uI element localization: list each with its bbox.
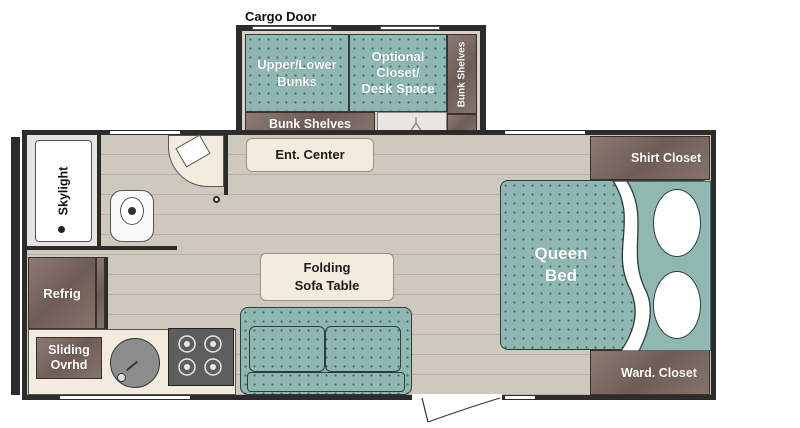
folding-sofa-table[interactable]: Folding Sofa Table <box>260 253 394 301</box>
queen-bed-label: Queen Bed <box>534 244 588 285</box>
shirt-closet-label: Shirt Closet <box>631 151 702 165</box>
top-window-right <box>505 131 585 134</box>
kitchen-faucet <box>117 373 126 382</box>
ward-closet-label: Ward. Closet <box>621 366 697 380</box>
bathroom-sink <box>175 134 211 168</box>
refrigerator[interactable]: Refrig <box>28 257 96 329</box>
pillow-bottom <box>653 271 701 339</box>
sofa-front-rail <box>247 372 405 392</box>
sliding-overhead[interactable]: Sliding Ovrhd <box>36 337 102 379</box>
folding-sofa-table-label: Folding Sofa Table <box>294 260 360 293</box>
optional-closet-label: Optional Closet/ Desk Space <box>361 49 435 96</box>
stove-cooktop[interactable] <box>168 328 234 386</box>
ent-center-label: Ent. Center <box>275 147 345 162</box>
shirt-closet-cabinet[interactable]: Shirt Closet <box>590 136 710 180</box>
toilet[interactable] <box>110 190 154 242</box>
shower-tub[interactable]: Skylight <box>35 140 92 242</box>
bathroom-partition <box>224 135 228 195</box>
sliding-ovrhd-label: Sliding Ovrhd <box>48 343 90 372</box>
kitchen-divider <box>105 257 108 329</box>
entry-door-swing[interactable] <box>412 396 502 426</box>
ent-center[interactable]: Ent. Center <box>246 138 374 172</box>
ward-closet-cabinet[interactable]: Ward. Closet <box>590 350 710 395</box>
toilet-flush <box>128 207 136 215</box>
skylight-label: Skylight <box>56 166 71 216</box>
sofa-cushion-left <box>249 326 325 372</box>
front-frame-rail <box>11 137 20 395</box>
pillow-top <box>653 189 701 257</box>
refrig-side-cabinet <box>96 257 105 329</box>
bathroom-wall-bottom <box>27 246 177 250</box>
cargo-door-label: Cargo Door <box>245 9 317 24</box>
queen-bed[interactable]: Queen Bed <box>500 180 711 351</box>
upper-lower-bunks[interactable]: Upper/Lower Bunks <box>245 34 349 112</box>
shower-drain <box>58 226 65 233</box>
top-window-left <box>110 131 180 134</box>
bunk-shelves-side[interactable]: Bunk Shelves <box>447 34 477 114</box>
sofa[interactable] <box>240 307 412 395</box>
cargo-door[interactable] <box>252 26 332 30</box>
bunk-shelves-side-label: Bunk Shelves <box>456 41 468 107</box>
faucet-spout <box>125 360 139 372</box>
bottom-window-right <box>505 396 535 399</box>
optional-closet-desk[interactable]: Optional Closet/ Desk Space <box>349 34 447 112</box>
bottom-window-left <box>60 396 190 399</box>
bathroom-wall <box>97 135 101 247</box>
slideout-window <box>380 26 440 30</box>
kitchen-sink[interactable] <box>110 338 160 388</box>
door-pivot <box>213 196 220 203</box>
sofa-cushion-right <box>325 326 401 372</box>
refrig-label: Refrig <box>43 285 81 301</box>
entry-door-opening <box>412 394 502 400</box>
bunk-shelves-label: Bunk Shelves <box>269 116 351 131</box>
upper-lower-bunks-label: Upper/Lower Bunks <box>257 57 337 89</box>
